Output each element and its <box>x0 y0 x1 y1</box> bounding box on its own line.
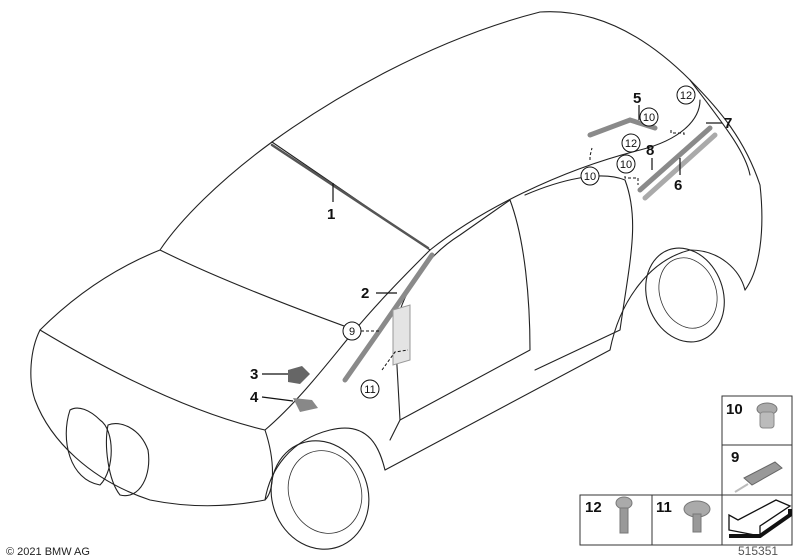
part-3 <box>288 366 310 384</box>
circled-11: 11 <box>364 384 375 396</box>
part-4 <box>293 398 318 412</box>
a-pillar-trim <box>342 252 435 383</box>
circled-12-a: 12 <box>680 90 692 102</box>
copyright-text: © 2021 BMW AG <box>6 546 90 558</box>
clip-nut-icon <box>756 402 778 429</box>
circled-9: 9 <box>349 326 355 338</box>
callout-3: 3 <box>250 366 258 383</box>
legend-label-10: 10 <box>726 401 743 418</box>
circled-10-e: 10 <box>584 171 596 183</box>
callout-2: 2 <box>361 285 369 302</box>
direction-arrow-icon <box>728 499 792 538</box>
windshield-seal <box>270 143 430 250</box>
legend-label-9: 9 <box>731 449 739 466</box>
car-outline <box>30 11 763 550</box>
callout-1: 1 <box>327 206 335 223</box>
clip-icon <box>734 461 783 493</box>
circled-10-b: 10 <box>643 112 655 124</box>
callout-4: 4 <box>250 389 259 406</box>
circled-10-d: 10 <box>620 159 632 171</box>
circled-12-c: 12 <box>625 138 637 150</box>
callouts: 1 2 3 4 5 6 7 8 <box>250 90 732 406</box>
screw-icon <box>615 496 633 534</box>
callout-7: 7 <box>724 115 732 132</box>
circled-callouts: 12 10 12 10 10 9 11 <box>342 85 696 399</box>
door-seal-piece <box>392 304 411 366</box>
callout-8: 8 <box>646 142 654 159</box>
legend-label-11: 11 <box>656 499 672 516</box>
window-trim-upper <box>637 125 713 193</box>
fastener-legend: 10 9 12 11 <box>579 395 793 546</box>
legend-label-12: 12 <box>585 499 602 516</box>
collar-screw-icon <box>683 500 711 533</box>
diagram-number: 515351 <box>738 544 778 558</box>
callout-5: 5 <box>633 90 641 107</box>
highlighted-parts <box>270 117 718 412</box>
callout-6: 6 <box>674 177 682 194</box>
